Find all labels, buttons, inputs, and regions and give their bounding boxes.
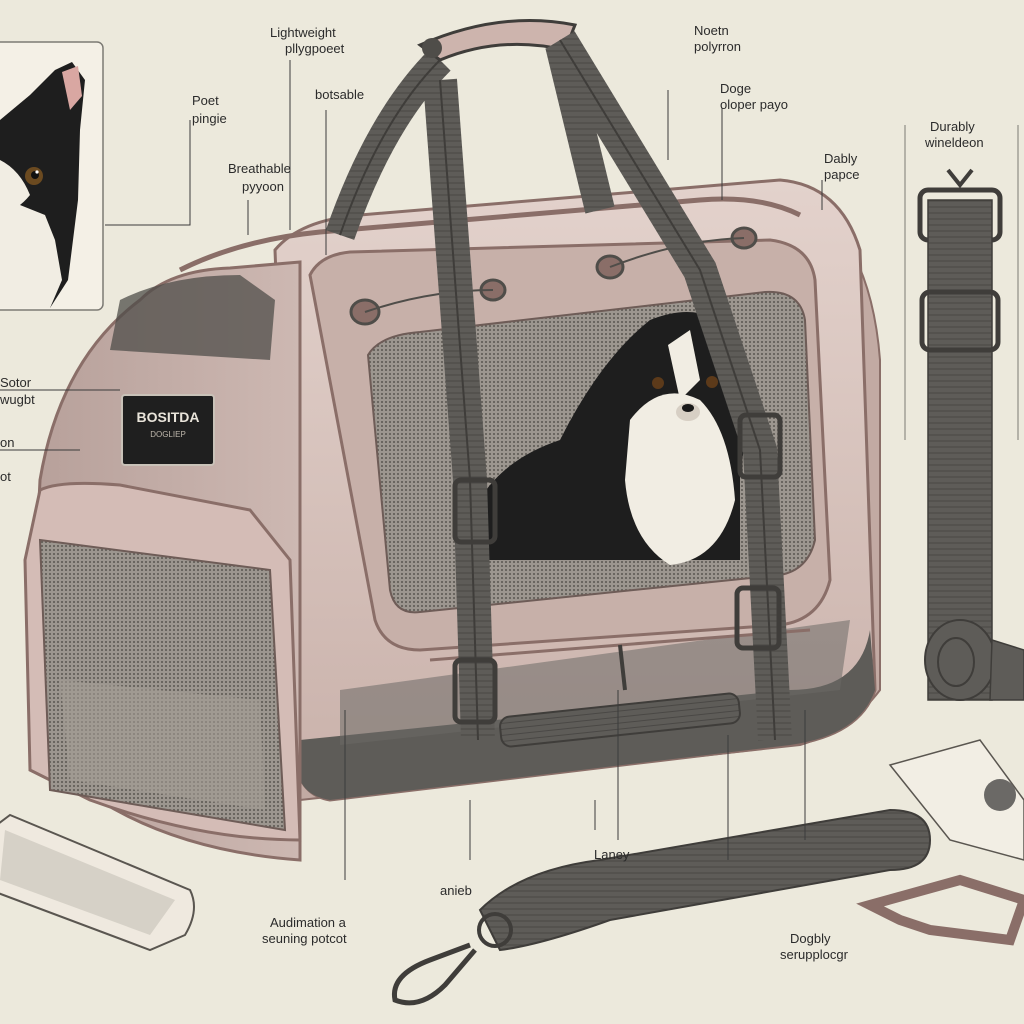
label-doge: Doge (720, 81, 752, 96)
label-noetn: Noetn (694, 23, 729, 38)
label-lightweight: Lightweight (270, 25, 336, 40)
label-sotor-sub: wugbt (0, 392, 35, 407)
label-audimation-sub: seuning potcot (262, 931, 347, 946)
brand-patch-text: BOSITDA (136, 409, 200, 425)
label-audimation: Audimation a (270, 915, 346, 930)
label-durably-sub: wineldeon (925, 135, 984, 150)
label-poet-sub: pingie (192, 111, 227, 126)
label-durably: Durably (930, 119, 975, 134)
callout-lines (0, 60, 823, 880)
dog-in-carrier (460, 312, 748, 565)
label-on: on (0, 435, 15, 450)
phone-prop (0, 813, 195, 952)
travel-card-prop (888, 739, 1024, 861)
label-doge-sub: oloper payo (720, 97, 788, 112)
label-dogbly: Dogbly (790, 931, 831, 946)
label-noetn-sub: polyrron (694, 39, 741, 54)
label-dably: Dably (824, 151, 858, 166)
dog-portrait-inset (0, 41, 104, 311)
label-dogbly-sub: serupplocgr (780, 947, 848, 962)
vent-grommets (349, 226, 758, 326)
label-poet: Poet (192, 93, 219, 108)
label-breathable: Breathable (228, 161, 291, 176)
label-dably-sub: papce (824, 167, 860, 182)
label-anieb: anieb (440, 883, 472, 898)
label-laney: Laney (594, 847, 630, 862)
carry-handles (325, 19, 792, 741)
label-ot: ot (0, 469, 11, 484)
label-sotor: Sotor (0, 375, 32, 390)
brand-patch (121, 394, 215, 466)
label-breathable-sub: pyyoon (242, 179, 284, 194)
detachable-shoulder-strap (391, 808, 932, 1006)
label-lightweight-sub: pllygpoeet (285, 41, 345, 56)
brand-patch-subtext: DOGLIEP (150, 430, 186, 439)
spare-strap-roll (904, 125, 1024, 701)
clip-prop (856, 874, 1024, 946)
label-botsable: botsable (315, 87, 365, 102)
